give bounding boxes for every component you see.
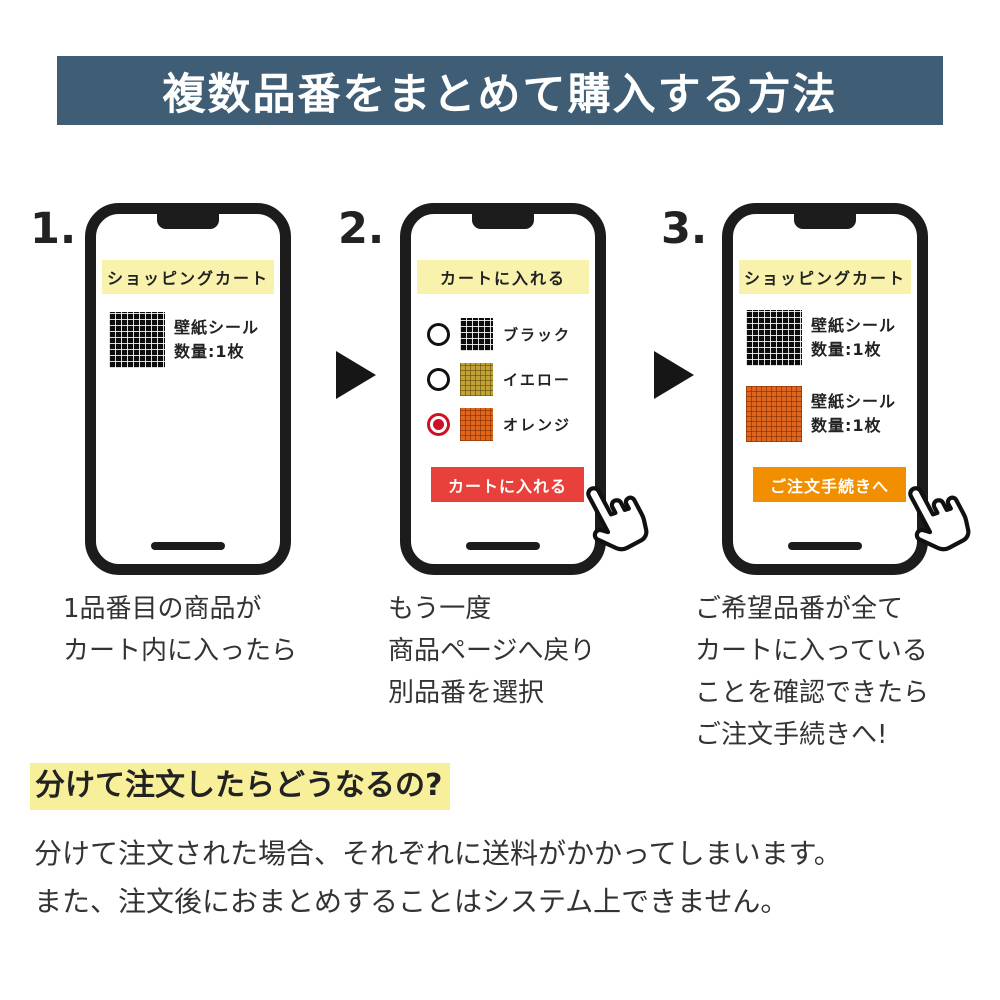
hand-pointer-icon [572,476,656,566]
item-name: 壁紙シール [174,318,260,337]
item-name: 壁紙シール [811,392,897,411]
hand-pointer-icon [894,476,978,566]
option-black[interactable]: ブラック [427,318,591,351]
cart-item: 壁紙シール 数量:1枚 [746,386,896,442]
caption-line: カートに入っている [695,636,928,667]
phone-home-indicator [466,542,540,550]
caption-line: ご希望品番が全て [695,594,904,624]
black-mesh-swatch [746,310,802,366]
color-options: ブラック イエロー オレンジ [427,318,591,441]
caption-line: ことを確認できたら [695,678,930,709]
item-qty: 数量:1枚 [811,416,882,435]
step-2-caption: もう一度 商品ページへ戻り 別品番を選択 [388,588,595,714]
option-label: イエロー [503,371,571,389]
note-heading: 分けて注文したらどうなるの? [30,760,451,810]
step-2-phone: カートに入れる ブラック イエロー オレンジ カートに入れる [400,203,649,575]
caption-line: 商品ページへ戻り [388,636,596,667]
step-1-number: 1. [30,204,77,254]
cart-item-text: 壁紙シール 数量:1枚 [174,316,259,364]
caption-line: 別品番を選択 [388,678,545,709]
page-title: 複数品番をまとめて購入する方法 [162,69,838,120]
note-body-line: 分けて注文された場合、それぞれに送料がかかってしまいます。 [34,837,842,870]
item-name: 壁紙シール [811,316,897,335]
phone-home-indicator [151,542,225,550]
arrow-right-icon [336,351,376,399]
black-mesh-swatch [460,318,493,351]
cart-item: 壁紙シール 数量:1枚 [109,312,259,368]
option-label: ブラック [503,326,572,344]
yellow-mesh-swatch [460,363,493,396]
cart-item-text: 壁紙シール 数量:1枚 [811,390,896,438]
cart-item: 壁紙シール 数量:1枚 [746,310,896,366]
item-qty: 数量:1枚 [174,342,245,361]
step-3-number: 3. [661,204,708,254]
radio-unselected-icon[interactable] [427,323,450,346]
caption-line: カート内に入ったら [63,636,298,667]
cart-header: ショッピングカート [102,260,274,294]
step-3-phone: ショッピングカート 壁紙シール 数量:1枚 壁紙シール 数量:1枚 ご注文手続き… [722,203,971,575]
cart-header: ショッピングカート [739,260,911,294]
orange-mesh-swatch [460,408,493,441]
add-to-cart-button[interactable]: カートに入れる [431,467,584,502]
caption-line: ご注文手続きへ! [695,720,888,751]
note-heading-text: 分けて注文したらどうなるの? [30,763,451,810]
step-3-caption: ご希望品番が全て カートに入っている ことを確認できたら ご注文手続きへ! [695,588,929,756]
phone-notch [472,214,534,229]
add-to-cart-header: カートに入れる [417,260,589,294]
title-banner: 複数品番をまとめて購入する方法 [57,56,943,125]
step-2-number: 2. [338,204,385,254]
orange-mesh-swatch [746,386,802,442]
note-body: 分けて注文された場合、それぞれに送料がかかってしまいます。 また、注文後におまと… [34,830,842,926]
radio-selected-icon[interactable] [427,413,450,436]
caption-line: 1品番目の商品が [63,594,262,624]
phone-notch [157,214,219,229]
arrow-right-icon [654,351,694,399]
radio-unselected-icon[interactable] [427,368,450,391]
step-1-phone: ショッピングカート 壁紙シール 数量:1枚 [85,203,291,575]
step-1-caption: 1品番目の商品が カート内に入ったら [63,588,297,672]
phone-notch [794,214,856,229]
caption-line: もう一度 [388,594,492,624]
option-orange[interactable]: オレンジ [427,408,591,441]
item-qty: 数量:1枚 [811,340,882,359]
option-yellow[interactable]: イエロー [427,363,591,396]
option-label: オレンジ [503,416,572,434]
checkout-button[interactable]: ご注文手続きへ [753,467,906,502]
cart-item-text: 壁紙シール 数量:1枚 [811,314,896,362]
phone-home-indicator [788,542,862,550]
black-mesh-swatch [109,312,165,368]
note-body-line: また、注文後におまとめすることはシステム上できません。 [34,885,789,919]
